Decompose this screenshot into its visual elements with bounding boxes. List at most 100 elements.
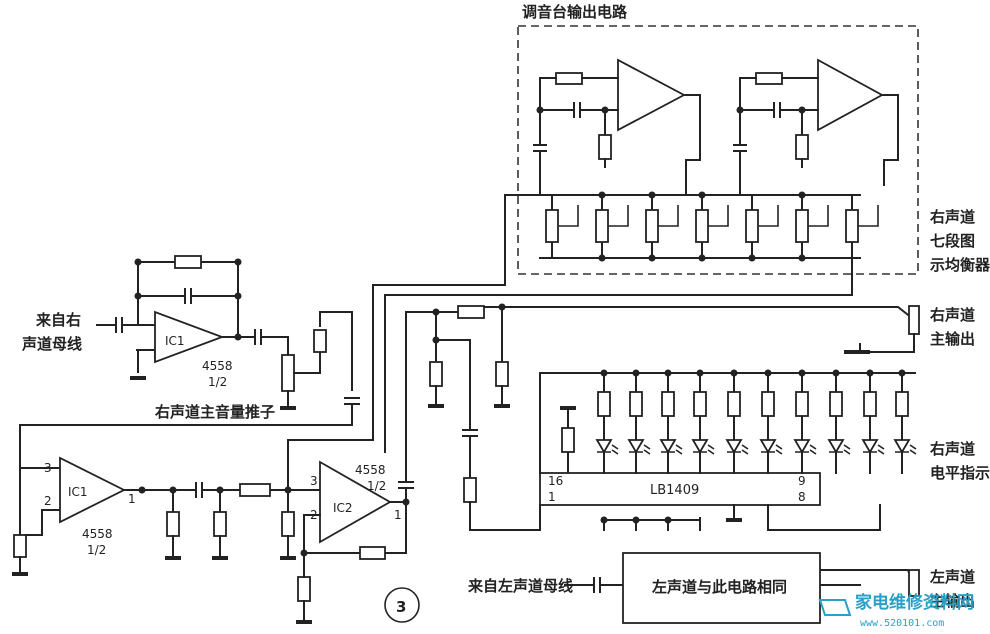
main-output-series-resistor: [457, 305, 485, 319]
main-output-label-line1: 右声道: [930, 306, 975, 324]
led-diode-icon: [893, 439, 911, 454]
input-stage-ic1: [96, 255, 360, 426]
ic1-bottom-part: 4558: [82, 527, 113, 541]
led-resistor: [795, 391, 809, 417]
eq-pot-6: [795, 209, 809, 243]
led-light-rays: [863, 444, 885, 455]
led-resistor: [727, 391, 741, 417]
left-channel-section: [564, 552, 920, 624]
eq-pot-3: [645, 209, 659, 243]
led-diode-icon: [793, 439, 811, 454]
mixer-output-section: [504, 25, 919, 275]
eq-label-line2: 七段图: [930, 232, 975, 250]
level-label-line1: 右声道: [930, 440, 975, 458]
eq-pot-7: [845, 209, 859, 243]
main-output-label-line2: 主输出: [930, 330, 975, 348]
left-output-label-line1: 左声道: [929, 568, 975, 586]
chain-shunt-resistor-2: [213, 511, 227, 537]
led-light-rays: [895, 444, 917, 455]
ic1-bottom-name: IC1: [68, 485, 88, 499]
ic2-pin-2: 2: [310, 508, 318, 522]
led-diode-icon: [861, 439, 879, 454]
from-left-label: 来自左声道母线: [467, 577, 573, 595]
led-diode-icon: [595, 439, 613, 454]
mixer-b-resistor: [795, 134, 809, 160]
led-resistor: [761, 391, 775, 417]
lb1409-pin-16: 16: [548, 474, 563, 488]
left-channel-block: [622, 552, 821, 624]
level-label-line2: 电平指示: [930, 464, 990, 482]
figure-number: 3: [396, 598, 406, 616]
led-diode-icon: [759, 439, 777, 454]
mixer-output-dashed-boundary: [517, 25, 919, 275]
chain-shunt-resistor-1: [166, 511, 180, 537]
mixer-a-resistor: [598, 134, 612, 160]
ic2-name: IC2: [333, 501, 353, 515]
led-light-rays: [795, 444, 817, 455]
eq-pot-2: [595, 209, 609, 243]
eq-potentiometers: [545, 191, 879, 262]
led-diode-icon: [627, 439, 645, 454]
led-light-rays: [761, 444, 783, 455]
led-light-rays: [693, 444, 715, 455]
lower-chain: [12, 194, 853, 624]
lb1409-chip: [539, 472, 821, 506]
figure-number-circle: [384, 587, 420, 623]
led-resistor: [693, 391, 707, 417]
led-diode-icon: [725, 439, 743, 454]
lb1409-pin-8: 8: [798, 490, 806, 504]
ic1-feedback-resistor: [174, 255, 202, 269]
led-light-rays: [661, 444, 683, 455]
watermark-logo-icon: [818, 599, 852, 616]
ic1-top-name: IC1: [165, 334, 185, 348]
eq-label-line3: 示均衡器: [930, 256, 990, 274]
lb1409-pin16-resistor: [561, 427, 575, 453]
fader-resistor: [313, 329, 327, 353]
left-same-label: 左声道与此电路相同: [651, 578, 787, 596]
led-resistor: [629, 391, 643, 417]
watermark-url: www.520101.com: [860, 618, 944, 629]
ic1-pin-1: 1: [128, 492, 136, 506]
led-resistor: [829, 391, 843, 417]
level-meter-section: [539, 369, 917, 531]
led-light-rays: [829, 444, 851, 455]
ic1-pin-3: 3: [44, 461, 52, 475]
ic2-opamp: [319, 460, 392, 544]
led-diode-icon: [691, 439, 709, 454]
led-resistor: [895, 391, 909, 417]
ic1-bottom-half: 1/2: [87, 543, 106, 557]
mixer-b-feedback-resistor: [755, 72, 783, 85]
ic1-top-part: 4558: [202, 359, 233, 373]
eq-pot-4: [695, 209, 709, 243]
eq-label-line1: 右声道: [930, 208, 975, 226]
fader-label: 右声道主音量推子: [155, 403, 275, 421]
led-light-rays: [597, 444, 619, 455]
level-input-resistor: [463, 477, 477, 503]
ic1-top-opamp: [154, 310, 225, 364]
ic2-part: 4558: [355, 463, 386, 477]
ic1-bottom-input-resistor: [13, 534, 27, 558]
main-output-shunt-resistor: [429, 361, 443, 387]
lb1409-pin-1: 1: [548, 490, 556, 504]
mixer-opamp-b: [817, 58, 884, 132]
watermark: 家电维修资料网 www.520101.com: [818, 592, 974, 629]
left-output-label-line2: 主输出: [930, 592, 975, 610]
ic2-half: 1/2: [367, 479, 386, 493]
watermark-site-name: 家电维修资料网: [855, 592, 974, 613]
led-diode-icon: [659, 439, 677, 454]
led-diode-icon: [827, 439, 845, 454]
ic1-bottom-opamp: [59, 456, 127, 524]
main-output-jack: [908, 305, 920, 335]
led-resistor: [863, 391, 877, 417]
led-light-rays: [727, 444, 749, 455]
ic2-pin-1: 1: [394, 508, 402, 522]
eq-pot-1: [545, 209, 559, 243]
mixer-output-label: 调音台输出电路: [522, 3, 628, 21]
lb1409-label: LB1409: [650, 483, 699, 498]
from-right-label-line1: 来自右: [35, 311, 81, 329]
chain-shunt-resistor-3: [281, 511, 295, 537]
ic2-feedback-resistor: [359, 546, 386, 560]
led-light-rays: [629, 444, 651, 455]
left-output-jack: [908, 569, 920, 597]
ic1-pin-2: 2: [44, 494, 52, 508]
